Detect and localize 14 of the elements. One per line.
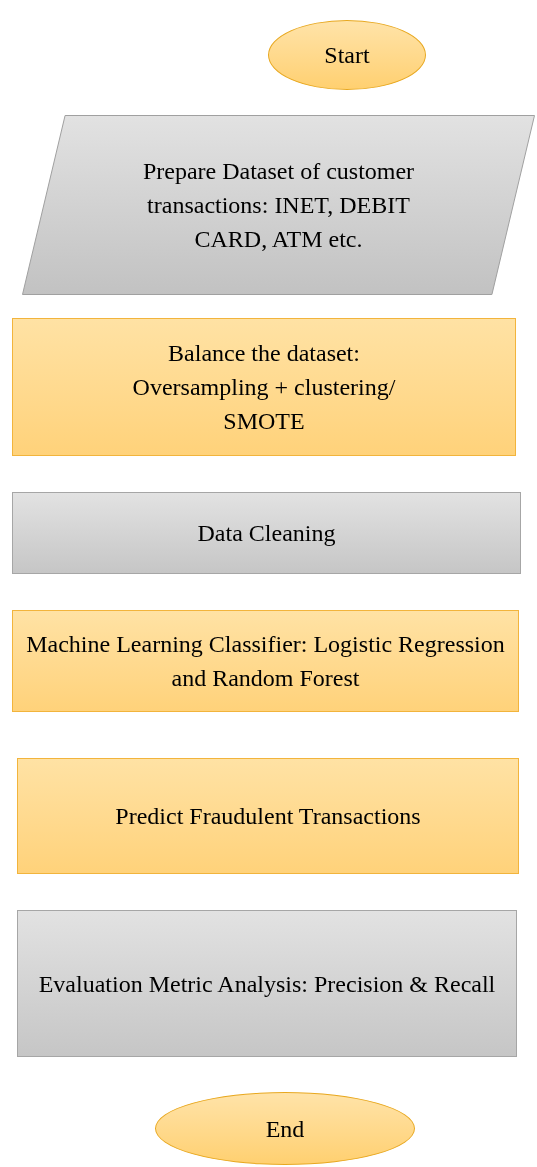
input-parallelogram bbox=[22, 115, 535, 295]
process-box bbox=[12, 492, 521, 574]
step-text: Prepare Dataset of customer transactions: INET, DEBIT CARD, ATM etc. bbox=[141, 157, 416, 254]
process-box bbox=[17, 910, 517, 1057]
step-text: Machine Learning Classifier: Logistic Regression and Random Forest bbox=[25, 630, 506, 693]
step-text: Balance the dataset: Oversampling + clustering/ SMOTE bbox=[131, 339, 397, 436]
step-text: End bbox=[265, 1114, 305, 1144]
step-text: Start bbox=[324, 41, 370, 70]
process-box bbox=[12, 610, 519, 712]
process-box bbox=[17, 758, 519, 874]
process-box bbox=[12, 318, 516, 456]
step-text: Predict Fraudulent Transactions bbox=[115, 802, 421, 831]
step-text: Evaluation Metric Analysis: Precision & Recall bbox=[38, 969, 496, 999]
step-text: Data Cleaning bbox=[197, 519, 336, 548]
